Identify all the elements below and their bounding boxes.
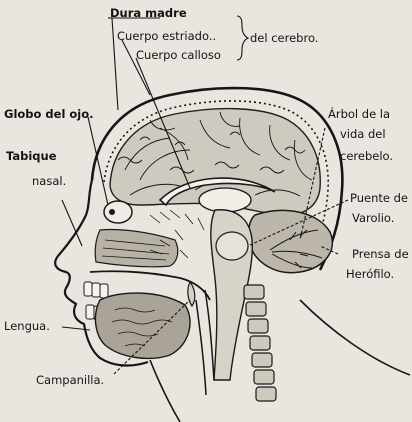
label-lengua: Lengua. (4, 319, 50, 333)
label-globo-del-ojo: Globo del ojo. (4, 107, 94, 121)
label-prensa-line1: Prensa de (352, 247, 409, 261)
label-arbol-line2: vida del (340, 127, 386, 141)
pupil (109, 209, 115, 215)
label-del-cerebro: del cerebro. (250, 31, 318, 45)
tongue (95, 293, 190, 358)
label-campanilla: Campanilla. (36, 373, 104, 387)
label-tabique-line2: nasal. (32, 174, 66, 188)
label-arbol-line3: cerebelo. (340, 149, 393, 163)
label-prensa-line2: Herófilo. (346, 267, 394, 281)
label-arbol-line1: Árbol de la (328, 106, 390, 121)
label-cuerpo-calloso: Cuerpo calloso (136, 48, 221, 62)
label-puente-line1: Puente de (350, 191, 408, 205)
label-dura-madre: Dura madre (110, 6, 187, 20)
label-tabique-line1: Tabique (6, 149, 57, 163)
pons (216, 232, 248, 260)
label-puente-line2: Varolio. (352, 211, 394, 225)
striate-body (199, 188, 251, 212)
label-cuerpo-estriado: Cuerpo estriado.. (117, 29, 216, 43)
